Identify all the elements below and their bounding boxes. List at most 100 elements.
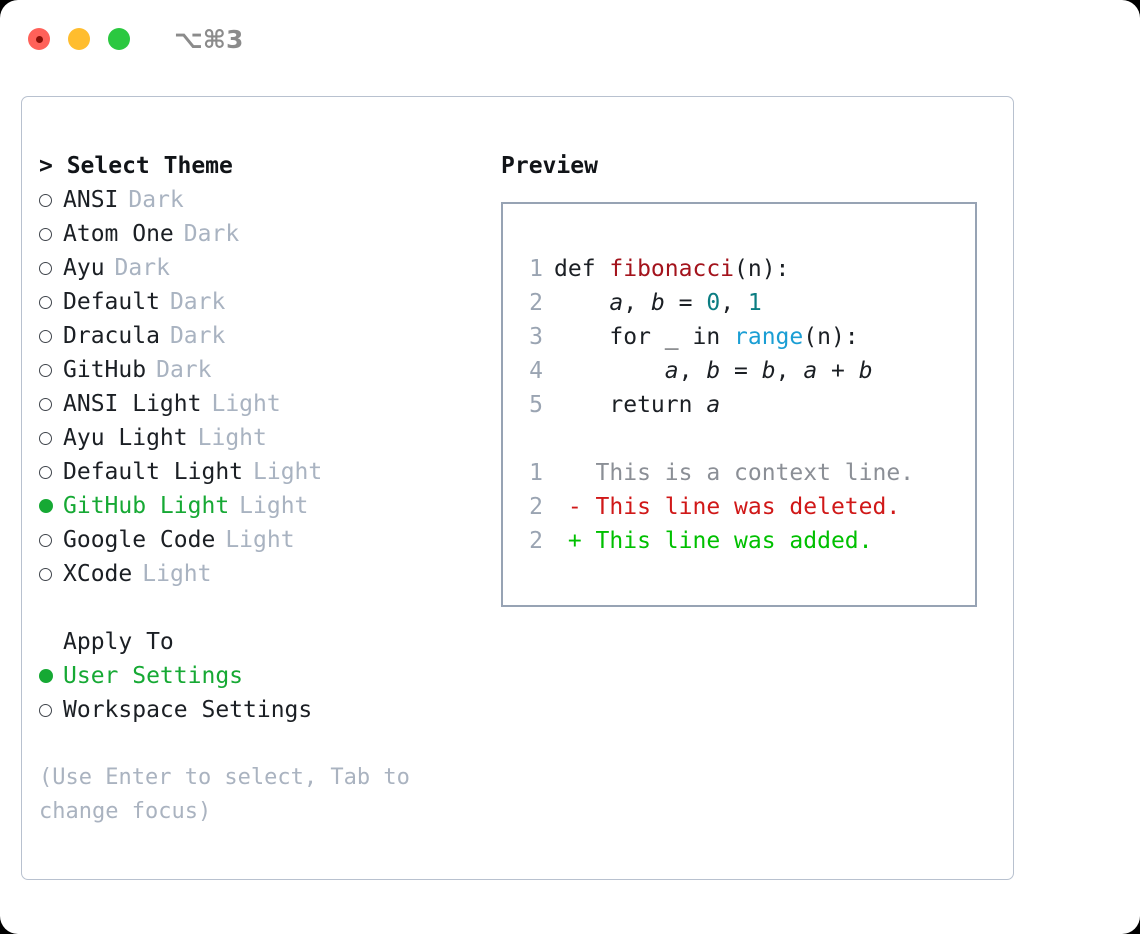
theme-option-ansi-light[interactable]: ANSI Light Light [39, 387, 499, 421]
code-line-text: def fibonacci(n): [554, 252, 789, 286]
theme-option-label: Default [63, 289, 160, 315]
theme-option-kind: Light [225, 527, 295, 553]
theme-option-label: ANSI Light [63, 391, 202, 417]
diff-line-text: This is a context line. [554, 460, 915, 486]
theme-option-github-light[interactable]: GitHub Light Light [39, 489, 499, 523]
code-token: = [664, 290, 707, 316]
radio-glyph [39, 329, 52, 343]
maximize-button[interactable] [108, 28, 130, 50]
code-token: return [554, 392, 707, 418]
code-line-text: a, b = b, a + b [554, 354, 873, 388]
apply-to-header: Apply To [63, 629, 174, 655]
apply-to-option-label: User Settings [63, 663, 244, 689]
diff-line-text: + This line was added. [554, 528, 873, 554]
code-line: 3 for _ in range(n): [517, 320, 965, 354]
radio-glyph [39, 295, 52, 309]
radio-unselected-icon [39, 455, 63, 489]
code-token: , [720, 290, 748, 316]
radio-unselected-icon [39, 421, 63, 455]
diff-line: 2 - This line was deleted. [517, 490, 965, 524]
radio-glyph [39, 227, 52, 241]
code-token: , [775, 358, 804, 384]
diff-line: 2 + This line was added. [517, 524, 965, 558]
theme-option-kind: Light [142, 561, 212, 587]
theme-option-dracula[interactable]: Dracula Dark [39, 319, 499, 353]
line-number: 2 [529, 494, 543, 520]
diff-block: 1 This is a context line.2 - This line w… [517, 456, 965, 558]
radio-unselected-icon [39, 285, 63, 319]
code-line-text: return a [554, 388, 720, 422]
radio-unselected-icon [39, 387, 63, 421]
radio-unselected-icon [39, 693, 63, 727]
theme-option-default-light[interactable]: Default Light Light [39, 455, 499, 489]
code-token: 1 [747, 290, 762, 316]
code-token: def [554, 256, 610, 282]
code-token: (n): [803, 324, 859, 350]
theme-option-label: ANSI [63, 187, 119, 213]
apply-to-option-user-settings[interactable]: User Settings [39, 659, 499, 693]
line-number: 1 [529, 460, 543, 486]
code-line: 2 a, b = 0, 1 [517, 286, 965, 320]
radio-unselected-icon [39, 319, 63, 353]
close-button[interactable] [28, 28, 50, 50]
radio-glyph [39, 669, 53, 683]
radio-unselected-icon [39, 523, 63, 557]
theme-option-kind: Dark [169, 289, 226, 315]
code-token: + [817, 358, 859, 384]
line-number: 4 [529, 358, 543, 384]
theme-option-kind: Light [239, 493, 309, 519]
radio-selected-icon [39, 489, 63, 523]
code-line-text: a, b = 0, 1 [554, 286, 762, 320]
code-token: (n): [734, 256, 790, 282]
radio-selected-icon [39, 659, 63, 693]
theme-option-kind: Light [211, 391, 281, 417]
theme-option-default[interactable]: Default Dark [39, 285, 499, 319]
keyboard-shortcut-label: ⌥⌘3 [174, 24, 244, 54]
code-token: fibonacci [609, 256, 735, 282]
code-line: 1 def fibonacci(n): [517, 252, 965, 286]
theme-option-label: Ayu [63, 255, 105, 281]
radio-glyph [39, 533, 52, 547]
apply-to-option-label: Workspace Settings [63, 697, 313, 723]
code-token: a [803, 358, 818, 384]
diff-line-text: - This line was deleted. [554, 494, 901, 520]
line-number: 1 [529, 256, 543, 282]
theme-option-label: Ayu Light [63, 425, 188, 451]
code-token: a [706, 392, 721, 418]
radio-glyph [39, 261, 52, 275]
code-token: b [706, 358, 721, 384]
code-token: = [720, 358, 762, 384]
theme-option-label: GitHub Light [63, 493, 230, 519]
theme-option-kind: Light [253, 459, 323, 485]
theme-option-kind: Dark [169, 323, 226, 349]
theme-option-label: Default Light [63, 459, 244, 485]
code-blank-line [517, 422, 965, 456]
section-spacer [39, 591, 499, 625]
radio-glyph [39, 703, 52, 717]
diff-line: 1 This is a context line. [517, 456, 965, 490]
line-number: 2 [529, 528, 543, 554]
keyboard-hint: (Use Enter to select, Tab to change focu… [39, 765, 410, 824]
theme-option-label: Dracula [63, 323, 160, 349]
apply-to-option-workspace-settings[interactable]: Workspace Settings [39, 693, 499, 727]
line-number: 3 [529, 324, 543, 350]
minimize-button[interactable] [68, 28, 90, 50]
line-number: 5 [529, 392, 543, 418]
title-bar: ⌥⌘3 [0, 0, 1140, 78]
theme-option-kind: Dark [183, 221, 240, 247]
radio-glyph [39, 465, 52, 479]
